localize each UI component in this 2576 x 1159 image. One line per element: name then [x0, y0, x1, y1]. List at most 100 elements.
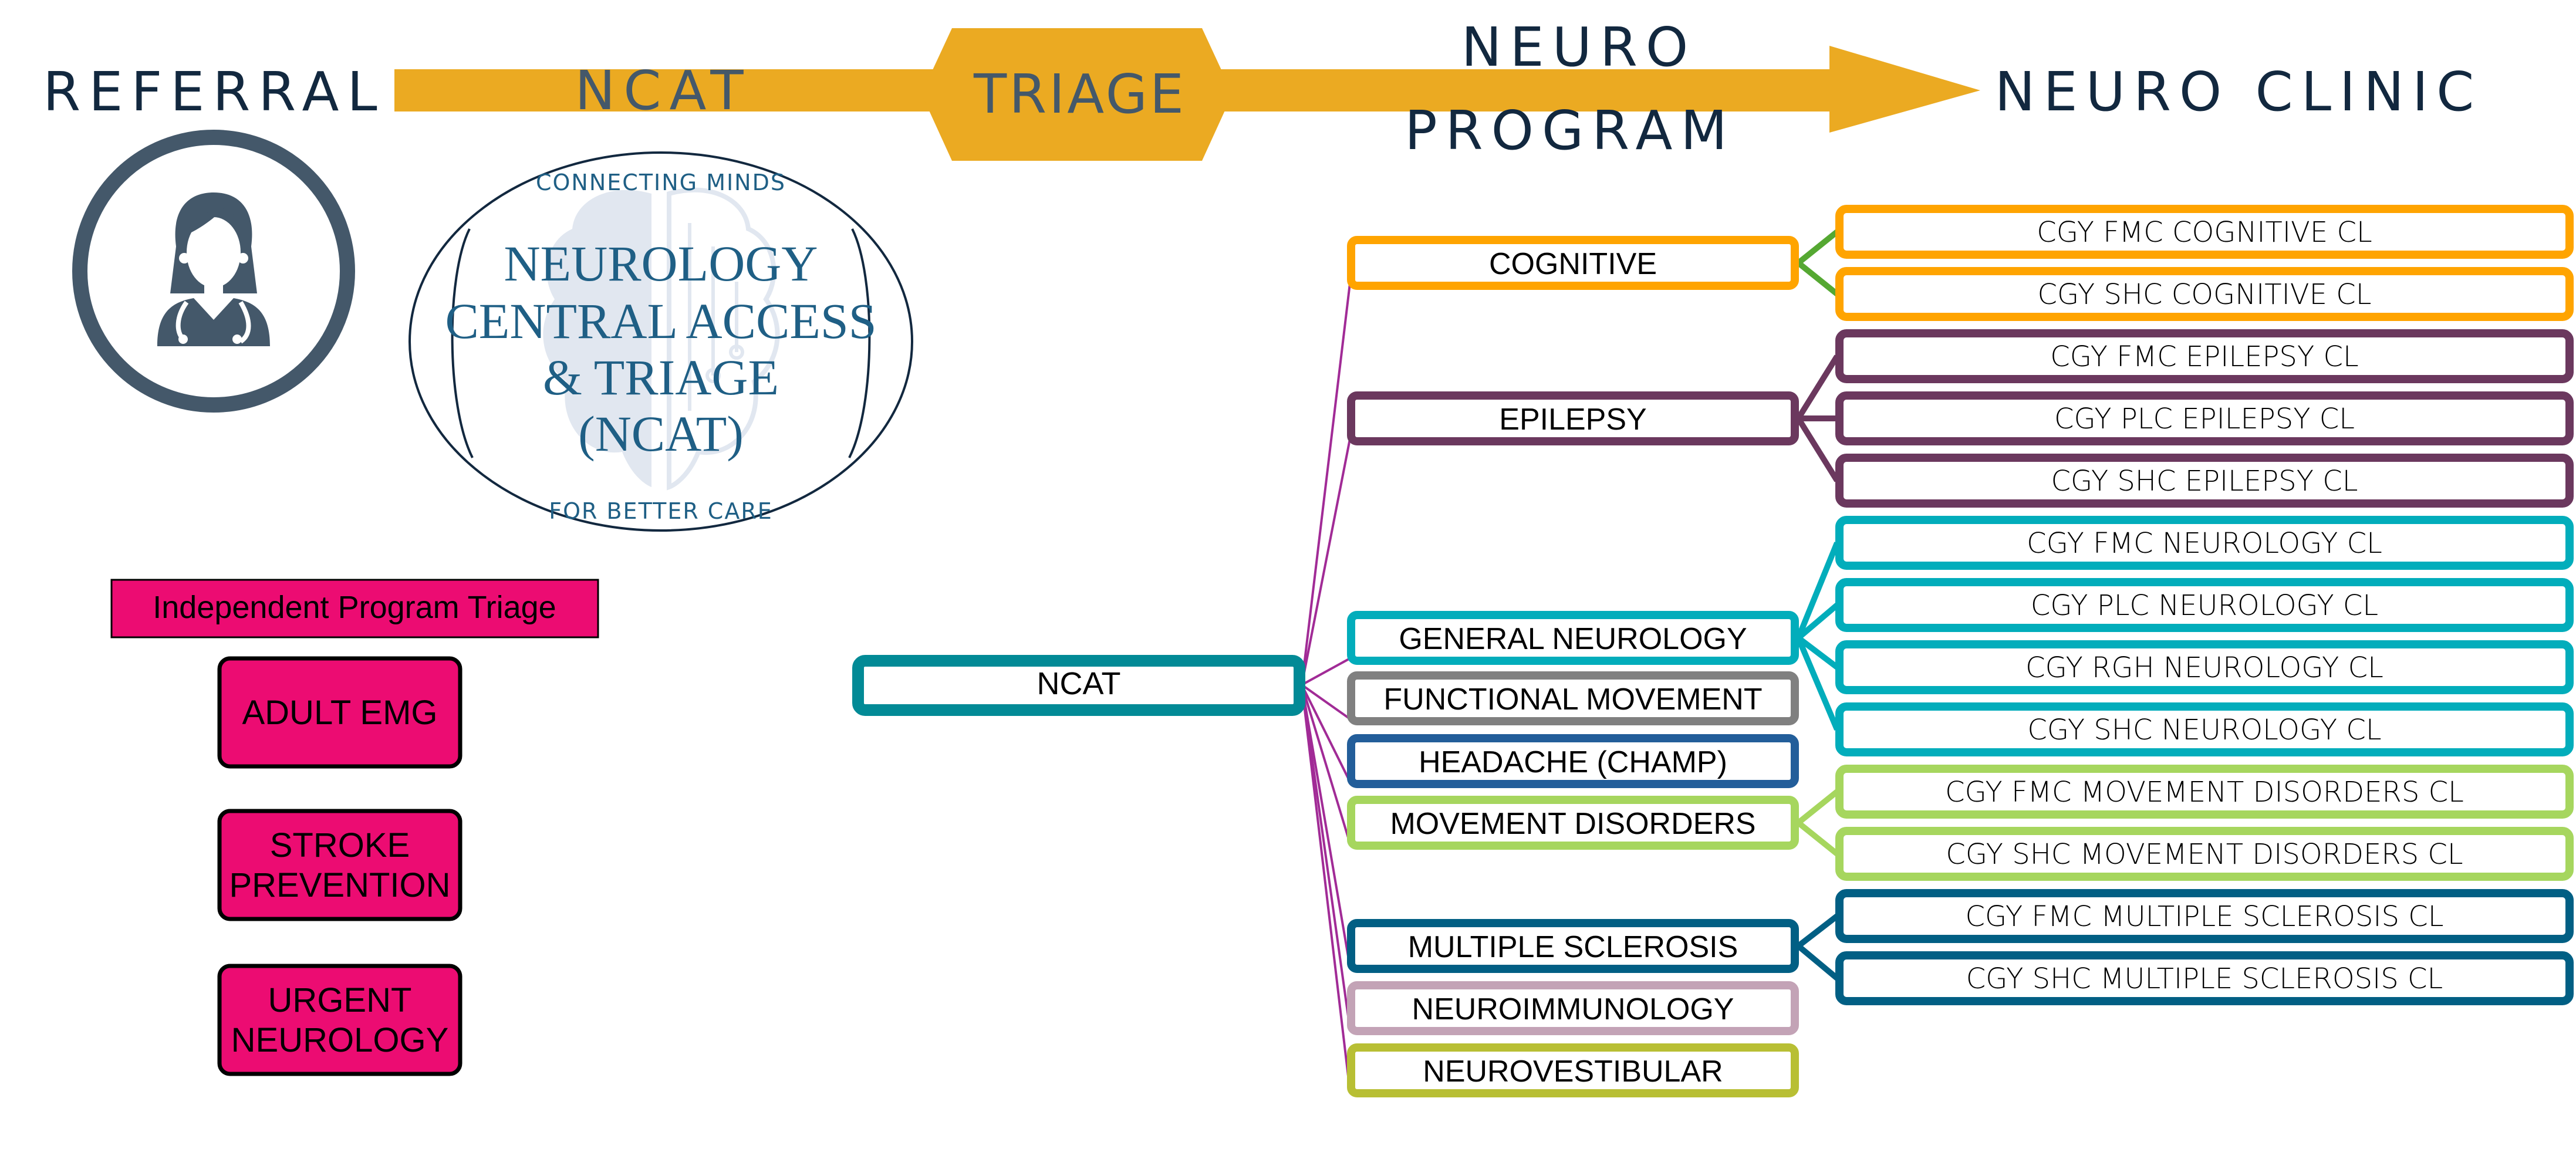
- clinic-box[interactable]: CGY SHC MULTIPLE SCLEROSIS CL: [1835, 951, 2574, 1005]
- independent-triage-title: Independent Program Triage: [153, 590, 556, 625]
- arrow-head: [1829, 46, 1980, 133]
- logo-tagline-bottom: FOR BETTER CARE: [549, 498, 773, 524]
- clinic-label: CGY SHC MULTIPLE SCLEROSIS CL: [1966, 962, 2443, 995]
- ncat-connector-line: [1301, 684, 1351, 844]
- clinic-connectors: [1795, 229, 1840, 981]
- ncat-connector-line: [1301, 283, 1351, 685]
- program-box[interactable]: MULTIPLE SCLEROSIS: [1347, 919, 1799, 973]
- clinic-connector-line: [1796, 229, 1839, 265]
- ncat-node-label: NCAT: [1037, 666, 1121, 701]
- clinic-connector-line: [1796, 944, 1839, 981]
- program-box[interactable]: NEUROVESTIBULAR: [1347, 1043, 1799, 1097]
- clinic-box[interactable]: CGY PLC EPILEPSY CL: [1835, 391, 2574, 445]
- program-box[interactable]: COGNITIVE: [1347, 236, 1799, 290]
- clinic-connector-line: [1796, 603, 1839, 640]
- program-label: COGNITIVE: [1489, 247, 1657, 281]
- program-label: EPILEPSY: [1499, 403, 1646, 437]
- program-list: COGNITIVE EPILEPSY GENERAL NEUROLOGY FUNCTI…: [1347, 236, 1799, 1097]
- clinic-box[interactable]: CGY PLC NEUROLOGY CL: [1835, 578, 2574, 632]
- clinic-box[interactable]: CGY FMC EPILEPSY CL: [1835, 329, 2574, 383]
- clinic-label: CGY RGH NEUROLOGY CL: [2025, 651, 2383, 684]
- program-box[interactable]: MOVEMENT DISORDERS: [1347, 796, 1799, 850]
- logo-line-3: & TRIAGE: [543, 349, 779, 406]
- program-box[interactable]: HEADACHE (CHAMP): [1347, 734, 1799, 788]
- ncat-connector-line: [1301, 684, 1351, 1029]
- clinic-connector-line: [1795, 417, 1840, 482]
- ncat-connector-line: [1301, 684, 1351, 1092]
- independent-program-label: URGENT: [268, 981, 412, 1019]
- independent-program-label: ADULT EMG: [242, 694, 437, 732]
- independent-program-item[interactable]: ADULT EMG: [217, 656, 462, 769]
- ncat-connectors: [1301, 283, 1351, 1092]
- ncat-connector-line: [1301, 684, 1351, 967]
- clinic-label: CGY PLC NEUROLOGY CL: [2031, 589, 2378, 622]
- logo-line-2: CENTRAL ACCESS: [445, 293, 876, 349]
- independent-program-label: NEUROLOGY: [231, 1021, 449, 1059]
- clinic-label: CGY FMC NEUROLOGY CL: [2027, 527, 2382, 560]
- clinic-label: CGY FMC MULTIPLE SCLEROSIS CL: [1966, 900, 2444, 933]
- program-label: NEUROIMMUNOLOGY: [1412, 992, 1734, 1026]
- brain-circuit-icon: [543, 187, 780, 491]
- ncat-connector-line: [1301, 684, 1351, 720]
- independent-program-label: STROKE: [270, 826, 410, 864]
- clinic-label: CGY PLC EPILEPSY CL: [2054, 403, 2355, 435]
- clinic-box[interactable]: CGY FMC MULTIPLE SCLEROSIS CL: [1835, 889, 2574, 943]
- clinic-box[interactable]: CGY FMC NEUROLOGY CL: [1835, 516, 2574, 570]
- clinic-label: CGY SHC MOVEMENT DISORDERS CL: [1946, 838, 2463, 871]
- clinic-connector-line: [1795, 637, 1840, 731]
- clinic-connector-line: [1796, 914, 1839, 948]
- clinic-box[interactable]: CGY SHC MOVEMENT DISORDERS CL: [1835, 827, 2574, 881]
- clinic-label: CGY SHC COGNITIVE CL: [2038, 278, 2372, 311]
- program-label: HEADACHE (CHAMP): [1419, 745, 1727, 779]
- clinic-label: CGY SHC NEUROLOGY CL: [2027, 714, 2381, 746]
- triage-hexagon: [921, 28, 1233, 161]
- clinic-connector-line: [1796, 636, 1839, 670]
- process-arrow: [394, 28, 1980, 161]
- ncat-connector-line: [1301, 657, 1351, 686]
- clinic-box[interactable]: CGY SHC COGNITIVE CL: [1835, 267, 2574, 321]
- clinic-box[interactable]: CGY SHC EPILEPSY CL: [1835, 454, 2574, 508]
- clinic-label: CGY FMC MOVEMENT DISORDERS CL: [1945, 776, 2464, 809]
- ncat-connector-line: [1301, 438, 1351, 685]
- clinic-box[interactable]: CGY SHC NEUROLOGY CL: [1835, 702, 2574, 756]
- clinic-label: CGY SHC EPILEPSY CL: [2051, 465, 2358, 498]
- program-box[interactable]: FUNCTIONAL MOVEMENT: [1347, 671, 1799, 725]
- clinic-connector-line: [1795, 354, 1840, 420]
- clinic-connector-line: [1796, 789, 1839, 825]
- clinic-list: CGY FMC COGNITIVE CL CGY SHC COGNITIVE CL…: [1835, 205, 2574, 1005]
- clinic-label: CGY FMC EPILEPSY CL: [2050, 340, 2358, 373]
- clinic-box[interactable]: CGY RGH NEUROLOGY CL: [1835, 640, 2574, 694]
- clinic-connector-line: [1796, 820, 1839, 856]
- ncat-logo: CONNECTING MINDS NEUROLOGY CENTRAL ACCES…: [408, 151, 913, 532]
- program-label: MULTIPLE SCLEROSIS: [1408, 930, 1738, 964]
- program-label: GENERAL NEUROLOGY: [1399, 622, 1747, 656]
- doctor-icon: [72, 130, 355, 413]
- clinic-label: CGY FMC COGNITIVE CL: [2037, 216, 2372, 249]
- ncat-connector-line: [1301, 684, 1351, 782]
- clinic-box[interactable]: CGY FMC COGNITIVE CL: [1835, 205, 2574, 259]
- header-neuro-program-line2: PROGRAM: [1405, 99, 1736, 162]
- program-label: FUNCTIONAL MOVEMENT: [1383, 682, 1762, 717]
- logo-tagline-top: CONNECTING MINDS: [536, 170, 786, 195]
- program-box[interactable]: GENERAL NEUROLOGY: [1347, 611, 1799, 665]
- logo-line-4: (NCAT): [578, 406, 744, 462]
- independent-program-label: PREVENTION: [229, 866, 450, 904]
- header-referral: REFERRAL: [43, 60, 385, 123]
- program-box[interactable]: EPILEPSY: [1347, 391, 1799, 445]
- header-neuro-program-line1: NEURO: [1461, 16, 1697, 79]
- header-neuro-clinic: NEURO CLINIC: [1995, 60, 2483, 123]
- program-box[interactable]: NEUROIMMUNOLOGY: [1347, 981, 1799, 1035]
- header-ncat: NCAT: [575, 59, 751, 122]
- program-label: NEUROVESTIBULAR: [1423, 1055, 1723, 1089]
- clinic-connector-line: [1795, 542, 1840, 639]
- clinic-box[interactable]: CGY FMC MOVEMENT DISORDERS CL: [1835, 765, 2574, 819]
- program-label: MOVEMENT DISORDERS: [1390, 807, 1755, 841]
- header-triage: TRIAGE: [973, 63, 1186, 126]
- clinic-connector-line: [1796, 261, 1839, 296]
- ncat-node[interactable]: NCAT: [852, 655, 1305, 716]
- independent-triage-header: [110, 579, 599, 638]
- logo-line-1: NEUROLOGY: [504, 235, 818, 292]
